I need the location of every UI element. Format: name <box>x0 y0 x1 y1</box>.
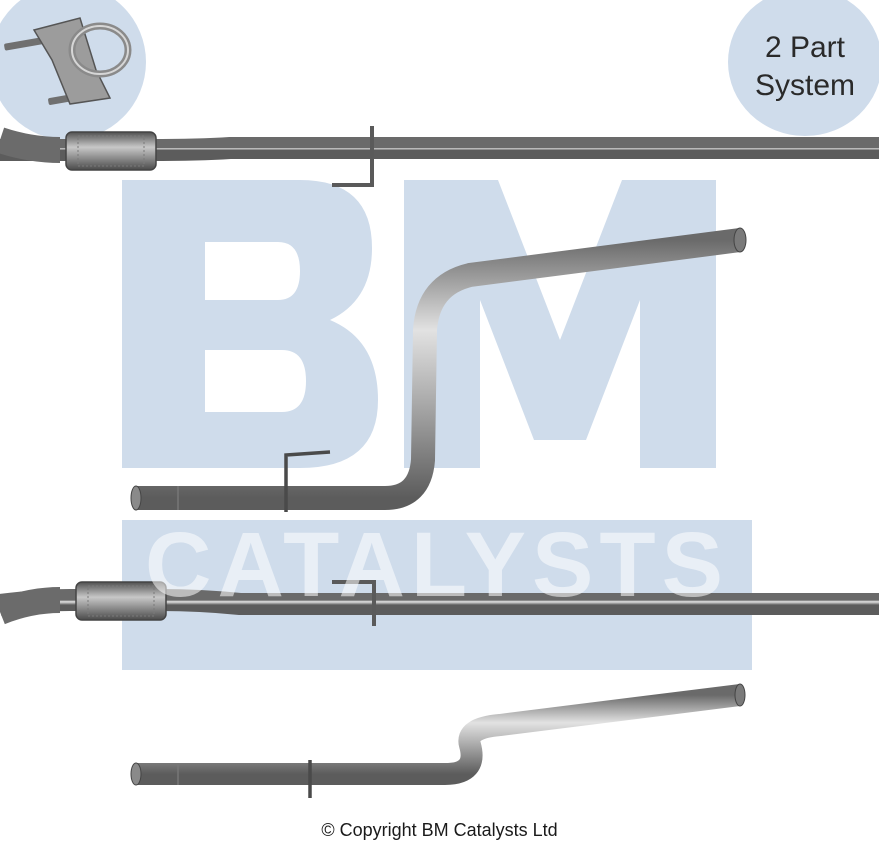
rear-pipe-upper <box>130 227 747 512</box>
clamp-icon <box>4 17 132 105</box>
copyright-text: © Copyright BM Catalysts Ltd <box>321 820 558 840</box>
badge-line-2: System <box>754 69 856 102</box>
two-part-system-badge: 2 Part System <box>728 0 879 136</box>
watermark-catalysts-text: CATALYSTS <box>145 514 729 616</box>
badge-line-1: 2 Part <box>764 31 846 64</box>
rear-pipe-lower <box>130 683 746 798</box>
watermark-letter-b <box>122 180 378 468</box>
front-pipe-lower <box>0 580 879 626</box>
flex-joint <box>75 581 167 621</box>
hanger-bracket <box>332 126 374 187</box>
clamp-badge <box>0 0 146 140</box>
flex-joint <box>65 131 157 171</box>
front-pipe-upper <box>0 126 879 187</box>
hanger-bracket <box>284 450 331 512</box>
hanger-bracket <box>332 580 376 626</box>
